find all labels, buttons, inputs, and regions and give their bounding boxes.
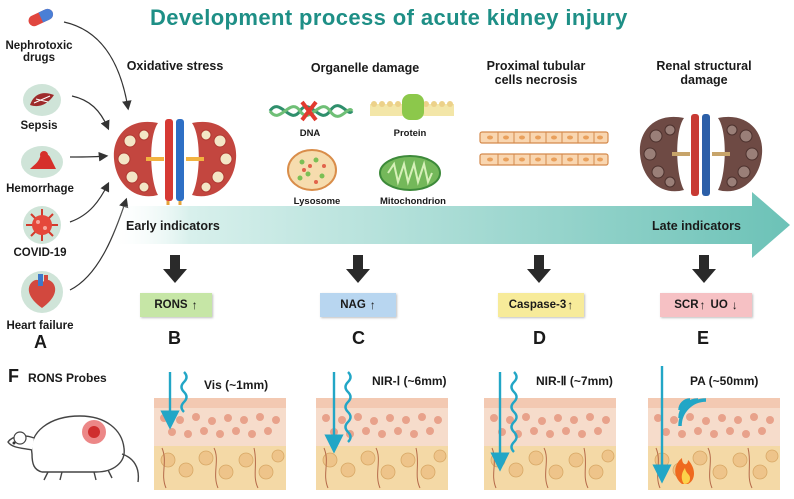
marker-caspase-3: Caspase-3 ↑ <box>498 293 584 317</box>
cause-sepsis: Sepsis <box>20 120 58 132</box>
cause-nephrotoxic-drugs: Nephrotoxic drugs <box>5 40 73 64</box>
lysosome-icon <box>287 149 337 191</box>
marker-rons: RONS ↑ <box>140 293 212 317</box>
stage-organelle-damage: Organelle damage <box>310 61 420 75</box>
probe-pa-label: PA (~50mm) <box>690 374 759 388</box>
damaged-kidney-icon <box>639 114 763 196</box>
tissue-vis <box>154 398 286 490</box>
probe-nir2-label: NIR-Ⅱ (~7mm) <box>536 374 613 388</box>
panel-letter-d: D <box>533 328 546 348</box>
stage-oxidative-stress: Oxidative stress <box>126 59 224 73</box>
sepsis-icon <box>23 84 61 116</box>
probe-vis-label: Vis (~1mm) <box>204 378 269 392</box>
panel-letter-e: E <box>697 328 710 348</box>
healthy-kidney-icon <box>113 119 237 205</box>
pill-icon <box>28 8 54 27</box>
protein-icon <box>370 94 454 120</box>
marker-caspase-up-icon: ↑ <box>567 298 574 312</box>
mitochondrion-icon <box>379 155 441 191</box>
marker-rons-label: RONS <box>154 299 188 311</box>
panel-letter-f: F <box>8 366 19 386</box>
label-early-indicators: Early indicators <box>126 219 220 233</box>
marker-scr-uo: SCR ↑ UO ↓ <box>660 293 752 317</box>
label-lysosome: Lysosome <box>293 196 341 207</box>
cause-heart-failure: Heart failure <box>6 320 74 332</box>
marker-caspase-label: Caspase-3 <box>508 299 567 311</box>
down-arrows <box>163 255 716 283</box>
heart-icon <box>21 271 63 313</box>
marker-uo-down-icon: ↓ <box>731 298 738 312</box>
marker-nag-up-icon: ↑ <box>369 298 376 312</box>
stage-renal-structural-damage: Renal structural damage <box>656 59 752 87</box>
marker-scr-label: SCR <box>674 299 699 311</box>
mouse-icon <box>7 415 140 483</box>
dna-icon <box>268 100 354 122</box>
panel-letter-a: A <box>34 332 47 352</box>
cause-covid-19: COVID-19 <box>13 247 67 259</box>
diagram-title: Development process of acute kidney inju… <box>150 5 628 30</box>
blood-drop-icon <box>21 146 63 178</box>
label-late-indicators: Late indicators <box>652 219 741 233</box>
label-protein: Protein <box>393 128 427 139</box>
tubular-cells-icon <box>479 131 609 166</box>
progression-arrow <box>108 192 790 258</box>
panel-letter-c: C <box>352 328 365 348</box>
panel-letter-b: B <box>168 328 181 348</box>
marker-nag: NAG ↑ <box>320 293 396 317</box>
marker-scr-up-icon: ↑ <box>699 298 706 312</box>
flame-icon <box>675 458 694 484</box>
marker-uo-label: UO <box>710 299 728 311</box>
marker-nag-label: NAG <box>340 299 366 311</box>
probes-title: RONS Probes <box>28 371 107 385</box>
cause-hemorrhage: Hemorrhage <box>6 183 74 195</box>
marker-rons-up-icon: ↑ <box>191 298 198 312</box>
label-dna: DNA <box>299 128 321 139</box>
stage-proximal-necrosis: Proximal tubular cells necrosis <box>486 59 586 87</box>
virus-icon <box>23 206 61 244</box>
probe-nir1-label: NIR-Ⅰ (~6mm) <box>372 374 447 388</box>
label-mitochondrion: Mitochondrion <box>380 196 446 207</box>
